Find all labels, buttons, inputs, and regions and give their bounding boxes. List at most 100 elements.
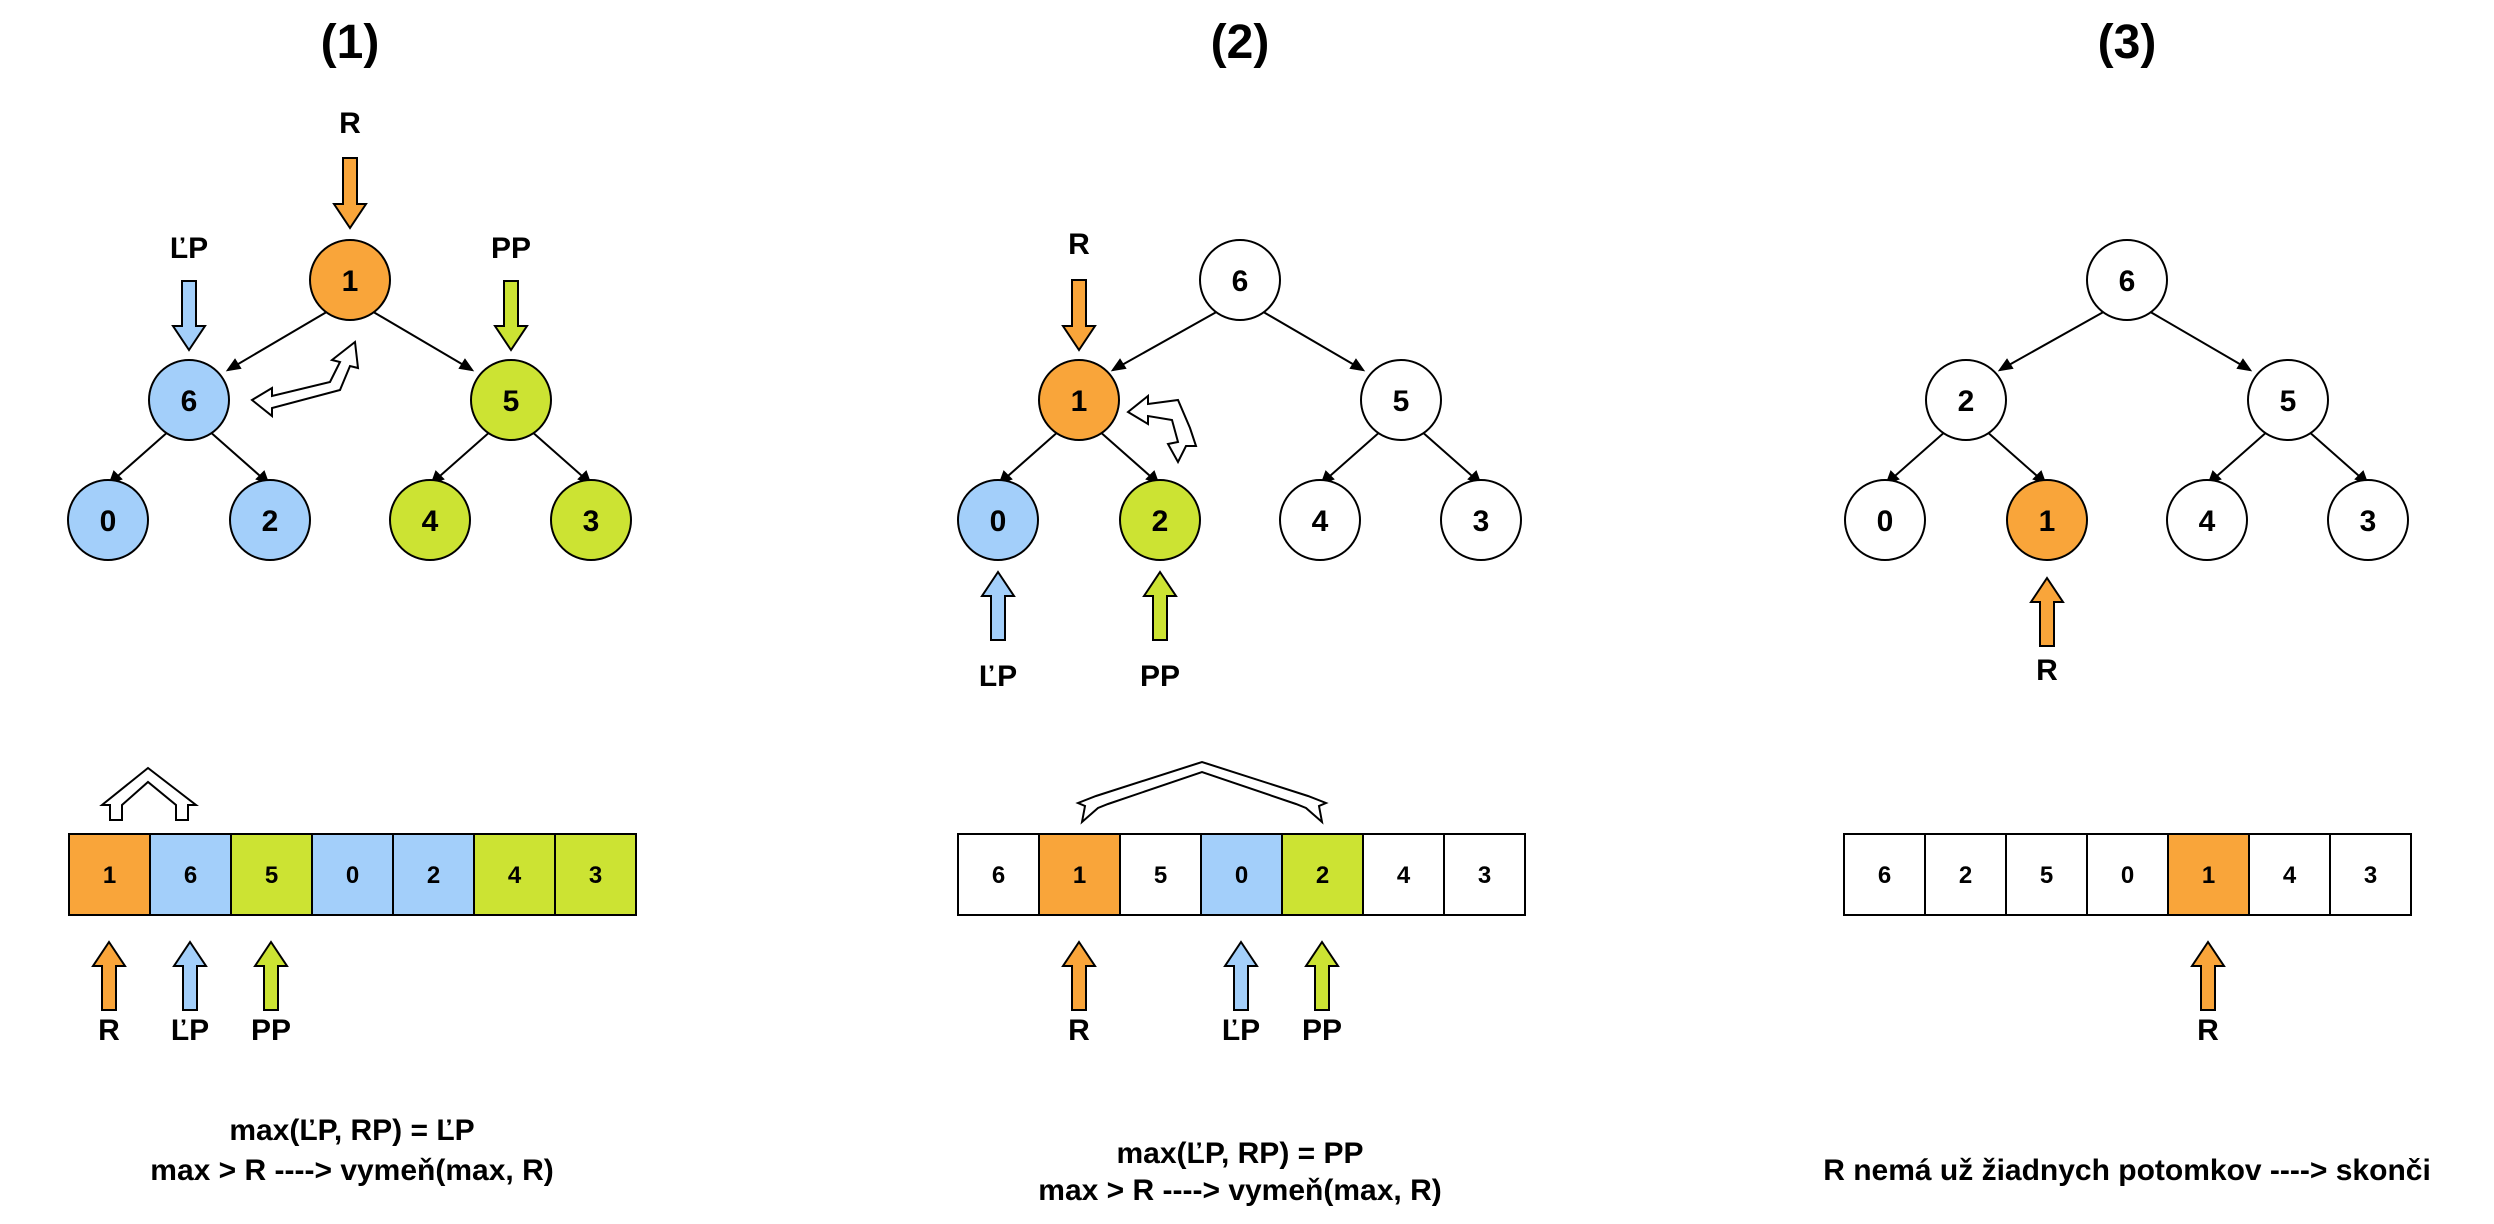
up-arrow-icon — [2190, 940, 2226, 1011]
cell-value: 2 — [1316, 862, 1329, 889]
cell-box — [1362, 833, 1445, 916]
node-circle — [2247, 359, 2329, 441]
tree-edge — [2146, 309, 2251, 371]
array-cell: 4 — [1362, 833, 1445, 916]
arrowhead — [1110, 358, 1127, 372]
cell-box — [311, 833, 394, 916]
cell-box — [473, 833, 556, 916]
tree-node: 0 — [1844, 479, 1926, 561]
pointer-label: R — [98, 1014, 120, 1047]
pointer-label: PP — [1140, 660, 1180, 693]
array-cell: 3 — [1443, 833, 1526, 916]
node-circle — [1360, 359, 1442, 441]
cell-box — [1281, 833, 1364, 916]
cell-value: 0 — [346, 862, 359, 889]
tree-edge — [1259, 309, 1364, 371]
swap-arrow-icon — [99, 766, 199, 821]
cell-value: 4 — [508, 862, 522, 889]
array: 6 1 5 0 2 4 3 — [957, 833, 1526, 916]
cell-box — [1200, 833, 1283, 916]
tree-node: 1 — [309, 239, 391, 321]
node-value: 2 — [1152, 505, 1169, 538]
down-arrow-icon — [493, 280, 529, 352]
cell-box — [1119, 833, 1202, 916]
tree-node: 0 — [957, 479, 1039, 561]
cell-box — [1843, 833, 1926, 916]
node-value: 4 — [2199, 505, 2216, 538]
cell-box — [554, 833, 637, 916]
node-value: 1 — [1071, 385, 1088, 418]
node-value: 1 — [2039, 505, 2056, 538]
cell-value: 5 — [1154, 862, 1167, 889]
up-arrow-icon — [91, 940, 127, 1011]
node-circle — [1844, 479, 1926, 561]
node-value: 3 — [583, 505, 600, 538]
tree-edge — [1097, 429, 1159, 484]
node-circle — [2006, 479, 2088, 561]
cell-value: 2 — [427, 862, 440, 889]
tree-node: 1 — [1038, 359, 1120, 441]
node-circle — [1038, 359, 1120, 441]
array-cell: 2 — [1281, 833, 1364, 916]
array-cell: 6 — [957, 833, 1040, 916]
panel-3: (3) 6 2 5 0 — [1823, 16, 2431, 1187]
swap-arrow-icon — [1075, 760, 1329, 825]
tree-node: 5 — [2247, 359, 2329, 441]
node-value: 0 — [1877, 505, 1894, 538]
caption-line: R nemá už žiadnych potomkov ----> skonči — [1823, 1154, 2431, 1187]
cell-value: 6 — [1878, 862, 1891, 889]
swap-arrow-icon — [1126, 393, 1198, 465]
arrowhead — [1349, 358, 1366, 372]
array-cell: 5 — [2005, 833, 2088, 916]
pointer-label: ĽP — [1222, 1014, 1260, 1047]
node-circle — [470, 359, 552, 441]
array-cell: 4 — [2248, 833, 2331, 916]
tree-edge — [227, 309, 331, 371]
cell-value: 1 — [2202, 862, 2215, 889]
cell-value: 4 — [2283, 862, 2297, 889]
node-circle — [1440, 479, 1522, 561]
node-circle — [1119, 479, 1201, 561]
array-cell: 2 — [1924, 833, 2007, 916]
cell-value: 3 — [2364, 862, 2377, 889]
node-value: 3 — [2360, 505, 2377, 538]
tree-node: 2 — [1119, 479, 1201, 561]
array: 6 2 5 0 1 4 3 — [1843, 833, 2412, 916]
tree-node: 2 — [1925, 359, 2007, 441]
node-value: 0 — [100, 505, 117, 538]
cell-box — [1924, 833, 2007, 916]
node-value: 1 — [342, 265, 359, 298]
pointer-label: PP — [1302, 1014, 1342, 1047]
tree-node: 6 — [1199, 239, 1281, 321]
tree-edge — [1419, 429, 1481, 484]
array-cell: 0 — [1200, 833, 1283, 916]
node-circle — [957, 479, 1039, 561]
tree-node: 1 — [2006, 479, 2088, 561]
pointer-label: R — [339, 107, 361, 140]
arrowhead — [458, 358, 475, 372]
panel-title: (3) — [2098, 16, 2157, 69]
cell-box — [2329, 833, 2412, 916]
node-value: 2 — [262, 505, 279, 538]
up-arrow-icon — [1304, 940, 1340, 1011]
cell-value: 6 — [992, 862, 1005, 889]
tree-node: 5 — [1360, 359, 1442, 441]
tree-edge — [1984, 429, 2046, 484]
tree-edge — [529, 429, 591, 484]
array-cell: 0 — [2086, 833, 2169, 916]
node-circle — [389, 479, 471, 561]
pointer-label: PP — [251, 1014, 291, 1047]
node-value: 4 — [1312, 505, 1329, 538]
node-value: 6 — [2119, 265, 2136, 298]
array-cell: 1 — [68, 833, 151, 916]
tree-node: 3 — [1440, 479, 1522, 561]
array-cell: 1 — [1038, 833, 1121, 916]
array-cell: 3 — [2329, 833, 2412, 916]
array-cell: 5 — [1119, 833, 1202, 916]
pointer-label: ĽP — [979, 660, 1017, 693]
cell-value: 3 — [589, 862, 602, 889]
tree-edge — [999, 429, 1061, 484]
cell-box — [2086, 833, 2169, 916]
array-cell: 2 — [392, 833, 475, 916]
